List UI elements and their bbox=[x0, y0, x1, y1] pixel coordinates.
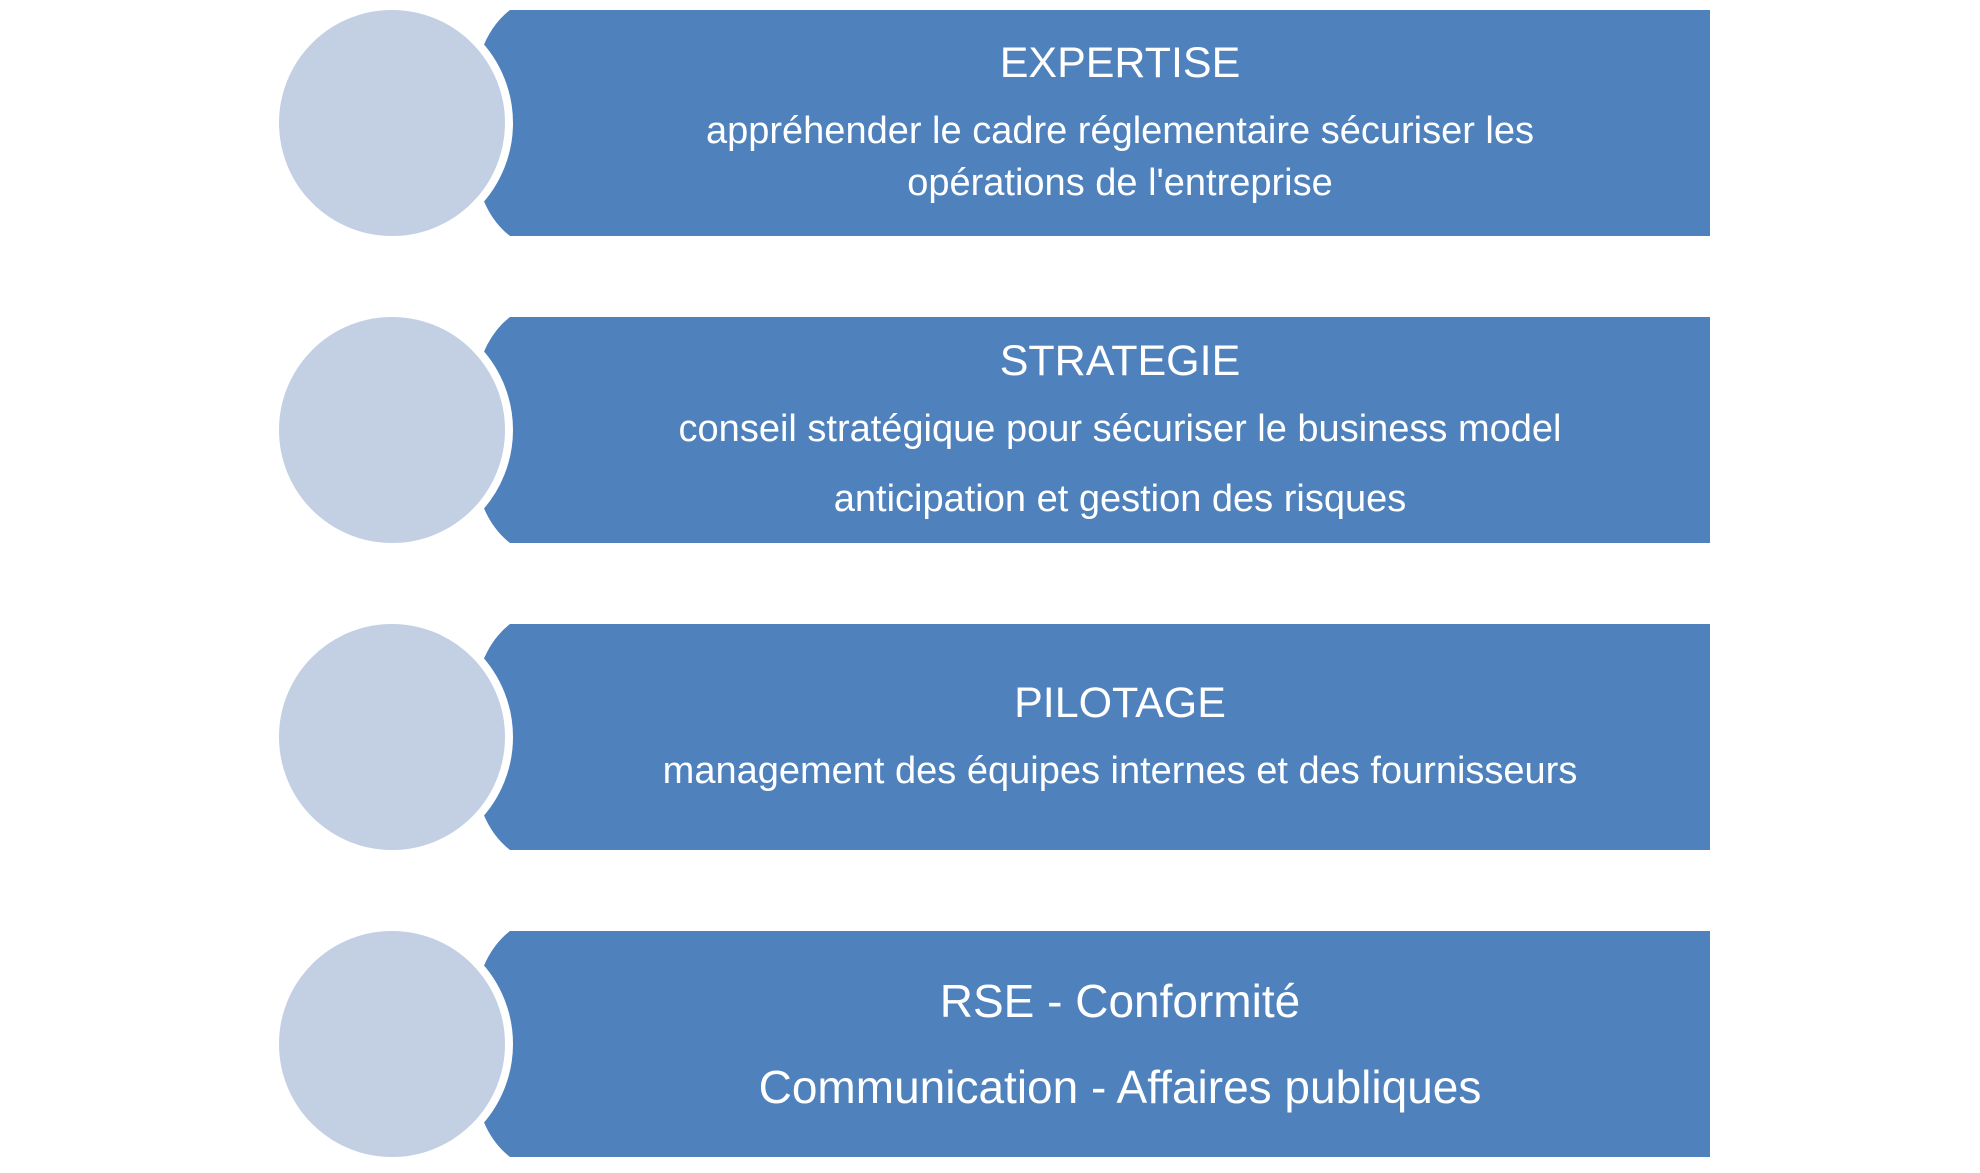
banner-background bbox=[471, 10, 1710, 236]
banner-shape bbox=[271, 2, 1710, 244]
list-item-rse: RSE - Conformité Communication - Affaire… bbox=[0, 923, 1980, 1165]
banner-background bbox=[471, 624, 1710, 850]
banner-text: STRATEGIE conseil stratégique pour sécur… bbox=[590, 312, 1650, 548]
item-description-line: Communication - Affaires publiques bbox=[758, 1061, 1482, 1113]
banner-text: RSE - Conformité Communication - Affaire… bbox=[590, 926, 1650, 1162]
banner-shape bbox=[271, 309, 1710, 551]
banner-background bbox=[471, 931, 1710, 1157]
item-title: RSE - Conformité bbox=[939, 975, 1301, 1027]
list-item-expertise: EXPERTISE appréhender le cadre réglement… bbox=[0, 2, 1980, 244]
item-title: PILOTAGE bbox=[1014, 679, 1226, 727]
item-title: EXPERTISE bbox=[999, 39, 1241, 87]
banner-background bbox=[471, 317, 1710, 543]
bullet-circle bbox=[271, 923, 513, 1165]
bullet-circle bbox=[271, 616, 513, 858]
list-item-strategie: STRATEGIE conseil stratégique pour sécur… bbox=[0, 309, 1980, 551]
item-description-line: opérations de l'entreprise bbox=[907, 162, 1333, 204]
list-item-pilotage: PILOTAGE management des équipes internes… bbox=[0, 616, 1980, 858]
item-description-line: management des équipes internes et des f… bbox=[662, 750, 1578, 792]
banner-shape bbox=[271, 923, 1710, 1165]
item-title: STRATEGIE bbox=[999, 337, 1241, 385]
item-description-line: anticipation et gestion des risques bbox=[833, 478, 1407, 520]
item-description-line: appréhender le cadre réglementaire sécur… bbox=[705, 110, 1534, 152]
bullet-circle bbox=[271, 309, 513, 551]
bullet-circle bbox=[271, 2, 513, 244]
banner-text: PILOTAGE management des équipes internes… bbox=[590, 619, 1650, 855]
item-description-line: conseil stratégique pour sécuriser le bu… bbox=[678, 408, 1562, 450]
banner-text: EXPERTISE appréhender le cadre réglement… bbox=[590, 5, 1650, 241]
banner-shape bbox=[271, 616, 1710, 858]
